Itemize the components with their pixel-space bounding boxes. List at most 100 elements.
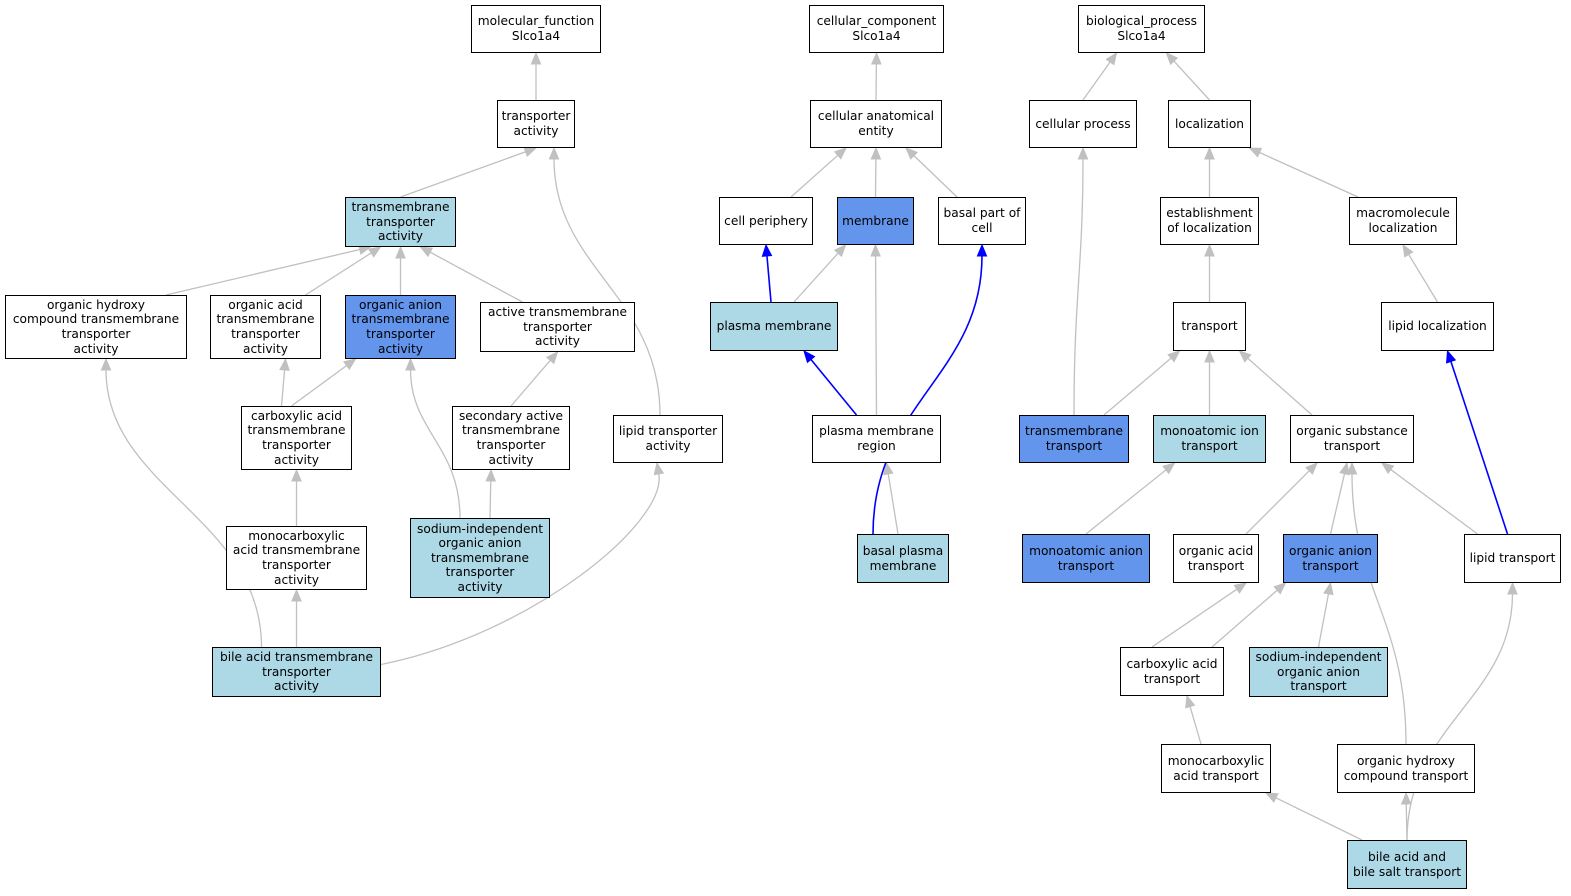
edge-carboxylic_tm_act-to-org_acid_tm_act [280, 369, 286, 407]
edge-tm_transporter_activity-to-transporter_activity [400, 151, 526, 198]
arrowhead-lipid_transport-to-organic_substance_transport [1380, 462, 1395, 475]
arrowhead-na_indep_anion_transport-to-organic_anion_transport [1323, 581, 1334, 596]
edge-lipid_transporter_act-to-transporter_activity [553, 158, 661, 416]
edge-organic_substance_transport-to-transport [1247, 357, 1313, 416]
node-carboxylic-acid-transport[interactable]: carboxylic acid transport [1120, 647, 1224, 696]
edge-monocarboxylic_transport-to-carboxylic_transport [1189, 706, 1202, 745]
arrowhead-monocarboxylic_transport-to-carboxylic_transport [1185, 694, 1196, 709]
edge-macromolecule_loc-to-localization [1259, 151, 1359, 198]
arrowhead-na_indep_anion_act-to-org_anion_tm_act [405, 357, 416, 371]
arrowhead-bile_acid_tm_act-to-monocarboxylic_tm_act [291, 588, 302, 602]
node-organic-hydroxy-compound-transport[interactable]: organic hydroxy compound transport [1337, 744, 1475, 793]
edge-bile_salt_transport-to-monocarboxylic_transport [1275, 797, 1363, 841]
node-localization[interactable]: localization [1168, 100, 1251, 148]
node-cell-periphery[interactable]: cell periphery [719, 197, 813, 245]
edge-basal_part_cell-to-cell_anat_entity [913, 155, 958, 198]
node-carboxylic-acid-transmembrane-activity[interactable]: carboxylic acid transmembrane transporte… [241, 406, 352, 470]
arrowhead-organic_substance_transport-to-transport [1238, 350, 1252, 363]
arrowhead-organic_acid_transport-to-organic_substance_transport [1305, 462, 1318, 475]
edge-basal_pm-to-basal_part_cell [872, 255, 983, 535]
arrowhead-active_tm_act-to-tm_transporter_activity [419, 246, 434, 258]
edge-lipid_transport-to-organic_substance_transport [1390, 469, 1478, 535]
edge-carboxylic_transport-to-organic_acid_transport [1151, 588, 1238, 648]
arrowhead-localization-to-bp_root [1165, 52, 1179, 66]
edge-org_hydroxy_tm_act-to-tm_transporter_activity [165, 248, 360, 296]
node-cellular-component-root[interactable]: cellular_component Slco1a4 [809, 5, 944, 53]
node-sodium-independent-anion-transport[interactable]: sodium-independent organic anion transpo… [1249, 647, 1388, 697]
arrowhead-basal_pm-to-pm_region [883, 461, 894, 476]
edge-monoatomic_anion_transport-to-monoatomic_ion_transport [1085, 469, 1167, 535]
node-monocarboxylic-acid-transmembrane-activity[interactable]: monocarboxylic acid transmembrane transp… [226, 526, 367, 590]
edge-cellular_process-to-bp_root [1082, 61, 1111, 101]
arrowhead-monoatomic_ion_transport-to-transport [1204, 349, 1215, 363]
arrowhead-carboxylic_transport-to-organic_acid_transport [1233, 582, 1248, 594]
arrowhead-bile_salt_transport-to-lipid_transport [1507, 581, 1518, 595]
edge-bile_salt_transport-to-lipid_transport [1406, 593, 1514, 841]
node-organic-acid-transmembrane-activity[interactable]: organic acid transmembrane transporter a… [210, 295, 321, 359]
arrowhead-bile_acid_tm_act-to-lipid_transporter_act [653, 461, 665, 476]
node-organic-anion-transport[interactable]: organic anion transport [1283, 534, 1378, 583]
node-lipid-localization[interactable]: lipid localization [1381, 302, 1494, 351]
edge-org_acid_tm_act-to-tm_transporter_activity [305, 252, 372, 296]
edge-layer [100, 51, 1518, 841]
node-monocarboxylic-acid-transport[interactable]: monocarboxylic acid transport [1161, 744, 1271, 793]
node-lipid-transporter-activity[interactable]: lipid transporter activity [613, 415, 723, 463]
node-active-transmembrane-activity[interactable]: active transmembrane transporter activit… [480, 302, 635, 352]
node-organic-anion-transmembrane-activity[interactable]: organic anion transmembrane transporter … [345, 295, 456, 359]
edge-tm_transport-to-transport [1103, 357, 1172, 416]
node-macromolecule-localization[interactable]: macromolecule localization [1349, 197, 1457, 245]
node-organic-acid-transport[interactable]: organic acid transport [1173, 534, 1259, 583]
node-secondary-active-transmembrane-activity[interactable]: secondary active transmembrane transport… [452, 406, 570, 470]
arrowhead-lipid_transporter_act-to-transporter_activity [548, 146, 560, 160]
node-transmembrane-transport[interactable]: transmembrane transport [1019, 415, 1129, 463]
node-plasma-membrane[interactable]: plasma membrane [710, 302, 838, 351]
edge-carboxylic_tm_act-to-org_anion_tm_act [291, 364, 348, 407]
arrowhead-bile_salt_transport-to-org_hydroxy_transport [1400, 791, 1412, 805]
arrowhead-carboxylic_tm_act-to-org_acid_tm_act [279, 357, 290, 371]
node-plasma-membrane-region[interactable]: plasma membrane region [812, 415, 941, 463]
node-lipid-transport[interactable]: lipid transport [1464, 534, 1561, 583]
node-cellular-anatomical-entity[interactable]: cellular anatomical entity [810, 100, 942, 148]
arrowhead-cell_anat_entity-to-cc_root [871, 51, 882, 65]
arrowhead-carboxylic_transport-to-organic_anion_transport [1273, 582, 1287, 595]
node-organic-hydroxy-transmembrane-activity[interactable]: organic hydroxy compound transmembrane t… [5, 295, 187, 359]
node-basal-part-of-cell[interactable]: basal part of cell [938, 197, 1026, 245]
arrowhead-na_indep_anion_act-to-secondary_active_act [485, 468, 497, 482]
node-establishment-of-localization[interactable]: establishment of localization [1160, 197, 1259, 245]
node-cellular-process[interactable]: cellular process [1029, 100, 1137, 148]
arrowhead-tm_transport-to-cellular_process [1077, 146, 1089, 160]
arrowhead-org_hydroxy_transport-to-organic_substance_transport [1346, 461, 1358, 475]
node-organic-substance-transport[interactable]: organic substance transport [1290, 415, 1414, 463]
arrowhead-transport-to-establishment_loc [1204, 243, 1215, 257]
arrowhead-org_acid_tm_act-to-tm_transporter_activity [367, 246, 382, 258]
node-bile-acid-and-bile-salt-transport[interactable]: bile acid and bile salt transport [1347, 840, 1467, 889]
edge-tm_transport-to-cellular_process [1073, 158, 1084, 416]
edge-na_indep_anion_transport-to-organic_anion_transport [1317, 593, 1330, 648]
node-monoatomic-ion-transport[interactable]: monoatomic ion transport [1153, 415, 1266, 463]
edge-localization-to-bp_root [1173, 60, 1210, 101]
arrowhead-plasma_membrane-to-membrane [833, 244, 847, 258]
arrowhead-monoatomic_anion_transport-to-monoatomic_ion_transport [1162, 462, 1176, 475]
edge-organic_acid_transport-to-organic_substance_transport [1245, 470, 1310, 535]
node-basal-plasma-membrane[interactable]: basal plasma membrane [857, 534, 949, 583]
node-molecular-function-root[interactable]: molecular_function Slco1a4 [471, 5, 601, 53]
node-transporter-activity[interactable]: transporter activity [497, 100, 575, 148]
node-monoatomic-anion-transport[interactable]: monoatomic anion transport [1022, 534, 1150, 583]
edge-na_indep_anion_act-to-secondary_active_act [489, 480, 492, 519]
edge-bile_acid_tm_act-to-org_hydroxy_tm_act [105, 369, 263, 648]
node-bile-acid-transmembrane-activity[interactable]: bile acid transmembrane transporter acti… [212, 647, 381, 697]
edge-organic_anion_transport-to-organic_substance_transport [1329, 473, 1346, 535]
node-sodium-independent-anion-transmembrane-activity[interactable]: sodium-independent organic anion transme… [410, 518, 550, 598]
arrowhead-tm_transport-to-transport [1167, 350, 1181, 363]
node-transmembrane-transporter-activity[interactable]: transmembrane transporter activity [345, 197, 456, 247]
node-membrane[interactable]: membrane [837, 197, 914, 245]
arrowhead-org_anion_tm_act-to-tm_transporter_activity [395, 245, 406, 259]
node-transport[interactable]: transport [1173, 302, 1246, 351]
arrowhead-cell_periphery-to-cell_anat_entity [833, 147, 847, 160]
node-biological-process-root[interactable]: biological_process Slco1a4 [1078, 5, 1205, 53]
arrowhead-transporter_activity-to-mf_root [530, 51, 542, 65]
arrowhead-pm_region-to-membrane [870, 243, 881, 257]
edge-pm_region-to-plasma_membrane [810, 358, 858, 416]
edge-lipid_transport-to-lipid_localization [1450, 361, 1509, 535]
